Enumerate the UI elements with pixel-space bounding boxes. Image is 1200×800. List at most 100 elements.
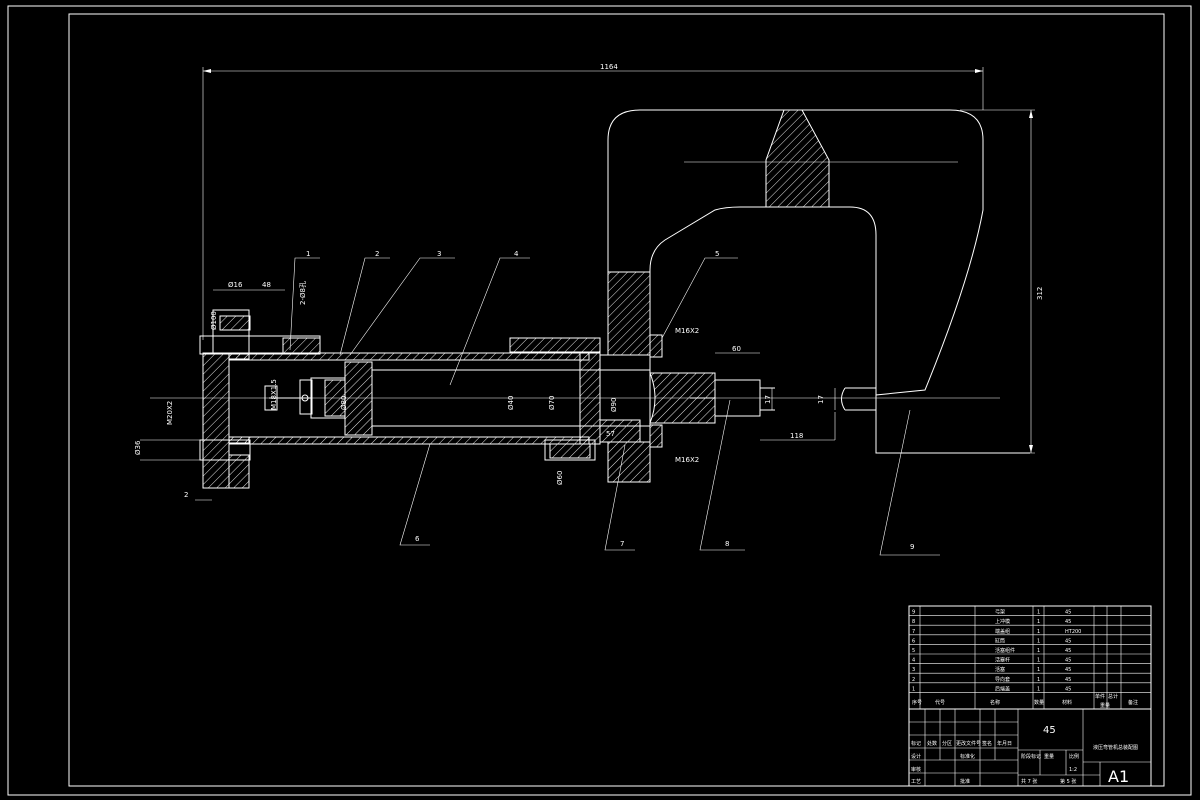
m1815-text: M18X1.5	[270, 379, 278, 410]
bom-cell-no: 6	[912, 638, 915, 644]
bom-header-total: 总计	[1108, 693, 1118, 700]
part-label-8: 8	[725, 540, 729, 548]
bom-cell-name: 弓架	[995, 610, 1005, 616]
bom-header: 序号 代号 名称 数量 材料 单件 总计 重量 备注	[912, 693, 1138, 709]
bom-cell-mat: 45	[1065, 648, 1071, 654]
tb-size: A1	[1108, 767, 1129, 786]
bom-cell-mat: 45	[1065, 667, 1071, 673]
part-label-7: 7	[620, 540, 624, 548]
bom-cell-no: 9	[912, 610, 915, 616]
d40-text: Ø40	[507, 396, 515, 410]
tb-sheet-total: 共 7 张	[1021, 778, 1037, 785]
part-label-3: 3	[437, 250, 441, 258]
bom-cell-name: 上冲模	[995, 618, 1010, 625]
tb-review: 审核	[911, 766, 921, 773]
overall-length-text: 1164	[600, 63, 618, 71]
tb-drawing-name: 液压弯管机总装配图	[1093, 744, 1138, 751]
d100-text: Ø100	[210, 311, 218, 330]
tb-scale-label: 比例	[1069, 753, 1079, 760]
bom-cell-name: 导向套	[995, 676, 1010, 683]
bom-cell-qty: 1	[1037, 686, 1040, 692]
inner-border	[68, 13, 1165, 787]
bom-cell-no: 1	[912, 686, 915, 692]
part-label-1: 1	[306, 250, 310, 258]
c-frame	[607, 109, 1030, 454]
dim-2-text: 2	[184, 491, 188, 499]
dim-17a-text: 17	[764, 395, 772, 404]
bom-cell-mat: 45	[1065, 677, 1071, 683]
bom-cell-mat: 45	[1065, 619, 1071, 625]
part-label-4: 4	[514, 250, 519, 258]
d70-text: Ø70	[548, 396, 556, 410]
front-flange	[509, 271, 663, 483]
m16x2-bot-text: M16X2	[675, 456, 699, 464]
title-block: 标记 处数 分区 更改文件号 签名 年月日 设计 标准化 审核 工艺 批准 45…	[908, 708, 1152, 787]
bom-header-name: 名称	[990, 699, 1000, 706]
bom-cell-mat: 45	[1065, 638, 1071, 644]
d60-text: Ø60	[556, 471, 564, 485]
part-label-9: 9	[910, 543, 914, 551]
bom-header-qty: 数量	[1034, 699, 1044, 706]
bom-cell-name: 活塞杆	[995, 657, 1010, 664]
tb-row-date: 年月日	[997, 740, 1012, 747]
bom-cell-mat: HT200	[1065, 629, 1081, 635]
bom-cell-name: 活塞组件	[995, 647, 1015, 654]
d36-text: Ø36	[134, 440, 142, 455]
m202-text: M20X2	[166, 401, 174, 425]
bom-cell-no: 2	[912, 677, 915, 683]
tb-approve: 批准	[960, 778, 970, 785]
bom-cell-qty: 1	[1037, 658, 1040, 664]
tb-design: 设计	[911, 753, 921, 760]
bom-header-no: 序号	[912, 699, 922, 706]
d80-text: Ø80	[340, 396, 348, 410]
bom-cell-qty: 1	[1037, 629, 1040, 635]
local-dimensions: 60 17 17 118 M16X2 M16X2 Ø16 48 2-Ø8孔 M1…	[134, 281, 836, 501]
hole-note-text: 2-Ø8孔	[299, 281, 307, 305]
leader-lines	[289, 257, 940, 556]
overall-height-dimension: 312	[880, 109, 1044, 454]
bom-cell-qty: 1	[1037, 667, 1040, 673]
part-label-2: 2	[375, 250, 379, 258]
tb-material: 45	[1043, 725, 1056, 736]
bom-cell-qty: 1	[1037, 610, 1040, 616]
dim-118-text: 118	[790, 432, 803, 440]
bill-of-materials	[908, 605, 1152, 710]
tb-row-zone: 分区	[942, 740, 952, 747]
bom-cell-no: 5	[912, 648, 915, 654]
tb-row-sign: 签名	[982, 740, 992, 747]
bom-cell-no: 3	[912, 667, 915, 673]
part-label-5: 5	[715, 250, 719, 258]
bom-cell-name: 活塞	[995, 666, 1005, 673]
tb-row-change: 更改文件号	[956, 740, 981, 747]
tb-row-count: 处数	[927, 740, 937, 747]
d16-text: Ø16	[228, 281, 243, 289]
d90-text: Ø90	[610, 398, 618, 412]
m16x2-top-text: M16X2	[675, 327, 699, 335]
d48-text: 48	[262, 281, 271, 289]
bom-cell-qty: 1	[1037, 638, 1040, 644]
bom-header-code: 代号	[935, 699, 945, 706]
bom-cell-no: 7	[912, 629, 915, 635]
tb-row-mark: 标记	[911, 740, 921, 747]
piston	[264, 361, 373, 436]
tb-stage-label: 阶段标记	[1021, 753, 1041, 760]
bom-cell-name: 端盖组	[995, 628, 1010, 635]
bom-cell-mat: 45	[1065, 610, 1071, 616]
overall-height-text: 312	[1036, 287, 1044, 300]
bom-cell-qty: 1	[1037, 677, 1040, 683]
tb-scale: 1:2	[1069, 767, 1077, 773]
dim-60-text: 60	[732, 345, 741, 353]
bom-header-single: 单件	[1095, 693, 1105, 700]
tb-standard: 标准化	[960, 753, 975, 760]
bom-cell-no: 8	[912, 619, 915, 625]
bom-cell-name: 缸筒	[995, 637, 1005, 644]
bom-header-weight: 重量	[1100, 702, 1110, 709]
bom-header-mat: 材料	[1062, 699, 1072, 706]
bom-cell-mat: 45	[1065, 686, 1071, 692]
tb-weight-label: 重量	[1044, 753, 1054, 760]
bom-cell-mat: 45	[1065, 658, 1071, 664]
part-label-6: 6	[415, 535, 420, 543]
bom-cell-qty: 1	[1037, 619, 1040, 625]
